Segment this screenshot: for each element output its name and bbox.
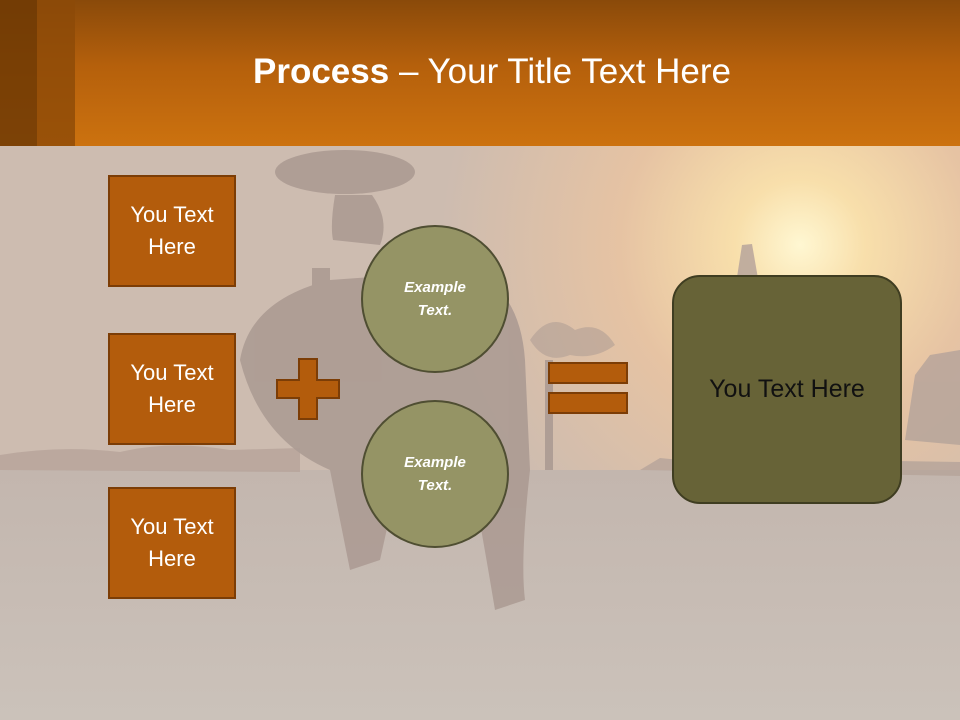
example-circle-1[interactable]: Example Text. [361, 225, 509, 373]
input-box-label: You Text Here [130, 360, 214, 417]
input-box-3[interactable]: You Text Here [108, 487, 236, 599]
title-keyword: Process [253, 52, 390, 91]
example-circle-2[interactable]: Example Text. [361, 400, 509, 548]
header-stripe-dark [0, 0, 37, 146]
example-circle-label: Example Text. [404, 454, 466, 494]
example-circle-label: Example Text. [404, 279, 466, 319]
title-text: – Your Title Text Here [389, 52, 731, 91]
header-stripe-medium [37, 0, 75, 146]
input-box-label: You Text Here [130, 514, 214, 571]
result-box[interactable]: You Text Here [672, 275, 902, 504]
input-box-label: You Text Here [130, 202, 214, 259]
equals-icon[interactable] [548, 362, 630, 416]
slide-title[interactable]: Process – Your Title Text Here [0, 52, 960, 92]
result-box-label: You Text Here [709, 375, 865, 403]
title-banner: Process – Your Title Text Here [0, 0, 960, 146]
plus-icon[interactable] [276, 358, 340, 420]
input-box-2[interactable]: You Text Here [108, 333, 236, 445]
input-box-1[interactable]: You Text Here [108, 175, 236, 287]
